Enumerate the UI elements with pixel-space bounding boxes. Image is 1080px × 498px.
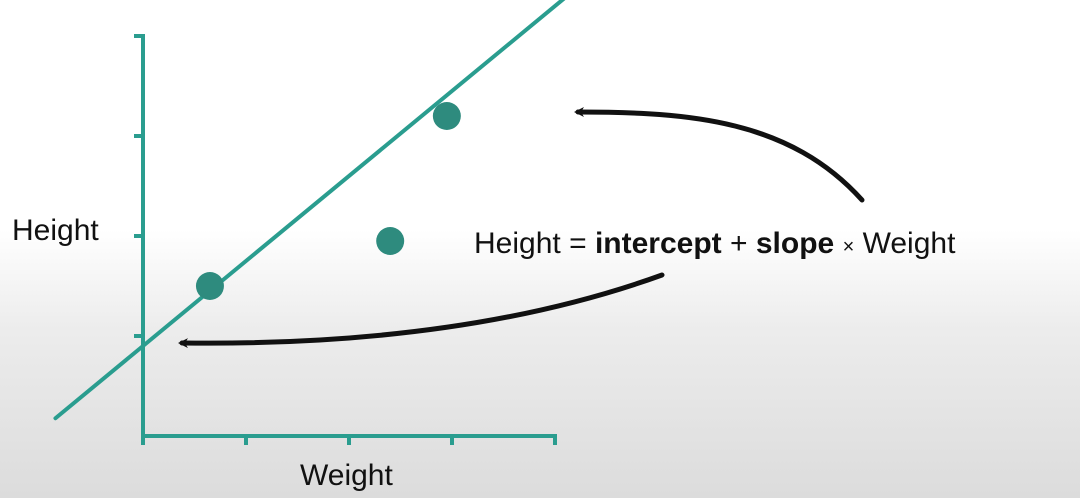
x-axis-label: Weight — [300, 459, 393, 492]
equation-plus: + — [730, 227, 748, 260]
data-points — [195, 102, 461, 300]
fit-line-layer — [53, 0, 566, 421]
equation-slope: slope — [756, 227, 834, 260]
slope-arrow — [574, 107, 865, 203]
data-point — [376, 227, 405, 255]
equation-times: × — [843, 236, 855, 258]
intercept-arrow — [178, 272, 665, 349]
data-point — [195, 272, 224, 300]
axes — [134, 34, 557, 445]
data-point — [432, 102, 461, 130]
equation-intercept: intercept — [595, 227, 722, 260]
regression-equation: Height = intercept + slope × Weight — [474, 227, 956, 260]
equation-equals: = — [569, 227, 587, 260]
equation-rhs: Weight — [863, 227, 956, 260]
fit-line — [53, 0, 566, 421]
equation-lhs: Height — [474, 227, 561, 260]
y-axis-label: Height — [12, 214, 99, 247]
